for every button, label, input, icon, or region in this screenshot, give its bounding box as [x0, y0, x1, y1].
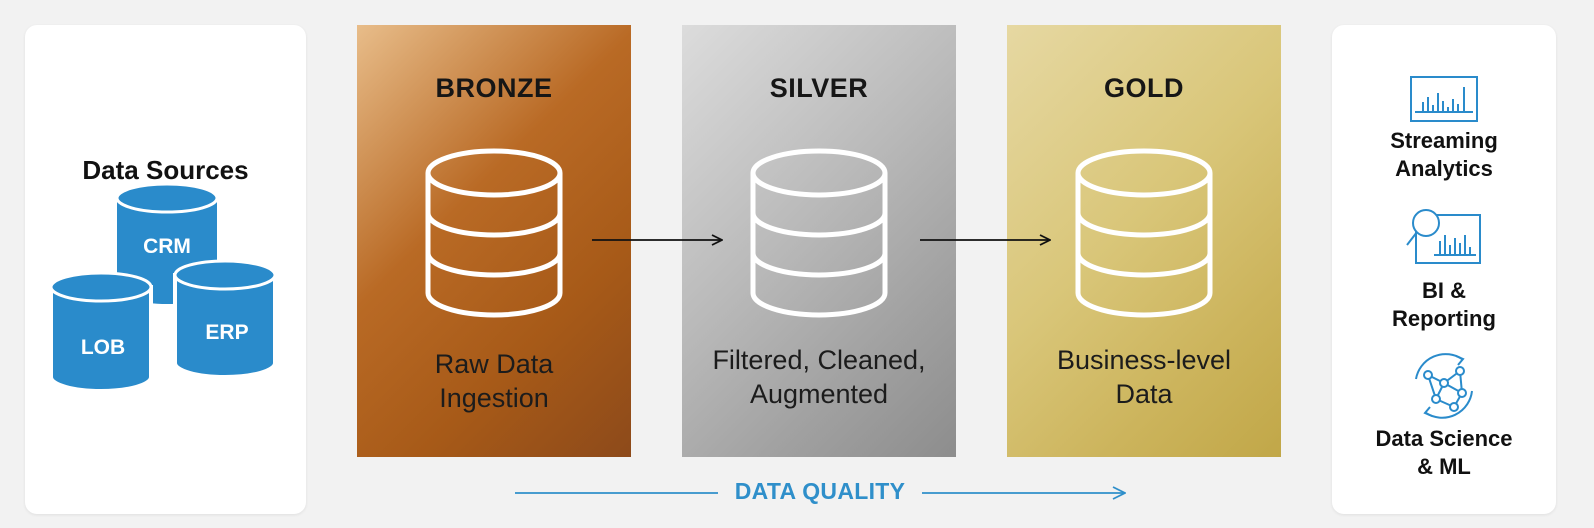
silver-desc-line-2: Augmented: [749, 379, 889, 409]
data-science-ml-label: Data Science & ML: [1332, 425, 1556, 481]
lob-label: LOB: [81, 336, 125, 359]
silver-desc-line-1: Filtered, Cleaned,: [712, 345, 926, 375]
network-graph-icon: [1415, 353, 1473, 419]
crm-label: CRM: [143, 235, 191, 258]
gold-description: Business-level Data: [1007, 343, 1281, 411]
silver-title: SILVER: [769, 73, 869, 103]
gold-tier: GOLD Business-level Data: [1007, 25, 1281, 457]
bi-reporting-label: BI & Reporting: [1332, 277, 1556, 333]
erp-label: ERP: [205, 321, 248, 344]
streaming-analytics-line-1: Streaming: [1390, 128, 1498, 153]
bar-chart-icon: [1410, 76, 1478, 122]
magnifier-chart-icon: [1406, 209, 1481, 264]
data-quality-label: DATA QUALITY: [734, 478, 906, 504]
consumers-panel: Streaming Analytics BI & Reporting: [1332, 25, 1556, 514]
bronze-title: BRONZE: [435, 73, 553, 103]
gold-desc-line-1: Business-level: [1056, 345, 1232, 375]
lob-database-icon: LOB: [49, 271, 153, 393]
consumer-bi-reporting: BI & Reporting: [1332, 205, 1556, 333]
silver-database-icon: [750, 148, 888, 318]
data-science-ml-line-1: Data Science: [1375, 426, 1513, 451]
silver-description: Filtered, Cleaned, Augmented: [682, 343, 956, 411]
bronze-database-icon: [425, 148, 563, 318]
bronze-description: Raw Data Ingestion: [357, 347, 631, 415]
database-cluster: CRM ERP LOB: [49, 182, 277, 393]
gold-desc-line-2: Data: [1115, 379, 1173, 409]
data-science-ml-line-2: & ML: [1417, 454, 1471, 479]
streaming-analytics-line-2: Analytics: [1395, 156, 1493, 181]
streaming-analytics-label: Streaming Analytics: [1332, 127, 1556, 183]
silver-tier: SILVER Filtered, Cleaned, Augmented: [682, 25, 956, 457]
gold-database-icon: [1075, 148, 1213, 318]
data-sources-panel: Data Sources CRM ERP LOB: [25, 25, 306, 514]
erp-database-icon: ERP: [173, 259, 277, 379]
consumer-streaming-analytics: Streaming Analytics: [1332, 75, 1556, 183]
bi-reporting-line-2: Reporting: [1392, 306, 1496, 331]
data-sources-title: Data Sources: [82, 155, 249, 185]
bi-reporting-line-1: BI &: [1422, 278, 1466, 303]
bronze-tier: BRONZE Raw Data Ingestion: [357, 25, 631, 457]
consumer-data-science-ml: Data Science & ML: [1332, 353, 1556, 481]
bronze-desc-line-2: Ingestion: [439, 383, 549, 413]
bronze-desc-line-1: Raw Data: [434, 349, 554, 379]
gold-title: GOLD: [1104, 73, 1184, 103]
